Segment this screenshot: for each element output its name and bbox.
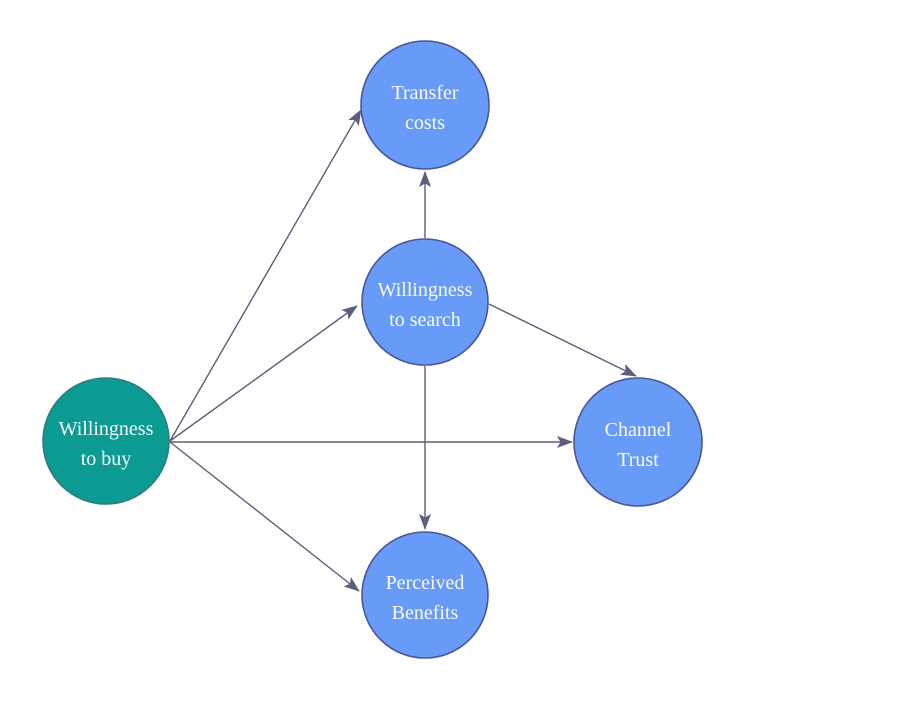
node-circle-perceived-benefits[interactable] [361,531,489,659]
node-circle-transfer-costs[interactable] [360,40,490,170]
node-circle-willingness-to-buy[interactable] [42,377,170,505]
edge-buy-to-perceived [169,441,360,592]
edge-search-to-trust [488,303,637,377]
edge-buy-to-search [169,305,358,442]
node-circle-willingness-to-search[interactable] [361,238,489,366]
node-circle-channel-trust[interactable] [573,377,703,507]
edge-buy-to-transfer [169,109,362,442]
